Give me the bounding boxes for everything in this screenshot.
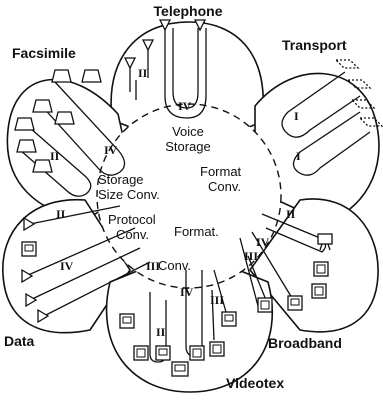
level-broadband-ii: II: [286, 207, 296, 221]
label-storage-size-2: Size Conv.: [98, 187, 160, 202]
level-videotex-iv: IV: [180, 285, 194, 299]
level-transport-i-lower: I: [296, 149, 301, 163]
label-videotex: Videotex: [226, 375, 284, 391]
label-storage: Storage: [165, 139, 211, 154]
label-format-conv-2: Conv.: [208, 179, 241, 194]
label-voice: Voice: [172, 124, 204, 139]
level-center-iii: III: [146, 259, 160, 273]
label-format-conv-1: Format: [200, 164, 242, 179]
level-data-iv: IV: [60, 259, 74, 273]
label-transport: Transport: [282, 37, 347, 53]
label-storage-size-1: Storage: [98, 172, 144, 187]
label-facsimile: Facsimile: [12, 45, 76, 61]
label-telephone: Telephone: [154, 3, 223, 19]
level-telephone-iv: IV: [178, 99, 192, 113]
level-videotex-ii: II: [156, 325, 166, 339]
label-protocol-conv-1: Protocol: [108, 212, 156, 227]
level-facsimile-ii: II: [50, 149, 60, 163]
label-data: Data: [4, 333, 35, 349]
level-telephone-ii: II: [138, 66, 148, 80]
level-data-ii: II: [56, 207, 66, 221]
label-broadband: Broadband: [268, 335, 342, 351]
level-facsimile-iv: IV: [104, 143, 118, 157]
level-videotex-iii: III: [210, 293, 224, 307]
label-format-lower-2: Conv.: [158, 258, 191, 273]
level-broadband-iv: IV: [256, 235, 270, 249]
level-transport-i-upper: I: [294, 109, 299, 123]
label-format-lower-1: Format.: [174, 224, 219, 239]
level-broadband-iii: III: [244, 249, 258, 263]
label-protocol-conv-2: Conv.: [116, 227, 149, 242]
